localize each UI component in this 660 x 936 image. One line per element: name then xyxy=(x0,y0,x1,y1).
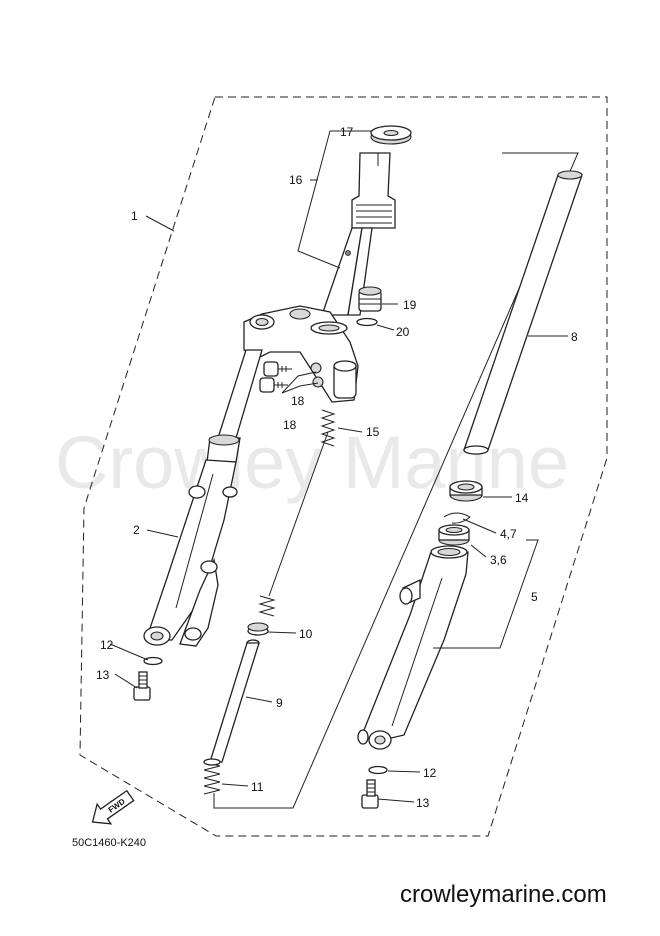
cap-bushing xyxy=(358,286,382,312)
callout-19: 19 xyxy=(403,298,417,312)
callout-18-a: 18 xyxy=(291,394,305,408)
retaining-clip xyxy=(443,512,471,524)
bracket-bolt-upper xyxy=(263,361,292,377)
axle-bolt-right xyxy=(361,779,379,809)
right-fork-leg xyxy=(357,545,469,750)
o-ring xyxy=(356,317,378,327)
leader-lines xyxy=(109,130,568,803)
callout-5: 5 xyxy=(531,590,538,604)
diagram-code: 50C1460-K240 xyxy=(72,837,146,849)
left-fork-leg xyxy=(143,349,263,647)
callout-4-7: 4,7 xyxy=(500,527,517,541)
assembly-boundary xyxy=(79,96,608,837)
inner-fork-tube xyxy=(463,170,583,455)
callout-13-left: 13 xyxy=(96,668,110,682)
rebound-spring xyxy=(203,758,221,795)
damper-rod xyxy=(209,639,260,763)
fork-spring-lower xyxy=(258,595,276,617)
callout-8: 8 xyxy=(571,330,578,344)
steering-bracket xyxy=(243,305,359,403)
callout-16: 16 xyxy=(289,173,303,187)
callout-15: 15 xyxy=(366,425,380,439)
callout-labels: 1 2 12 13 17 16 19 20 18 18 15 10 9 11 1… xyxy=(96,125,578,810)
callout-12-right: 12 xyxy=(423,766,437,780)
callout-12-left: 12 xyxy=(100,638,114,652)
fwd-arrow-icon: FWD xyxy=(91,789,135,825)
callout-2: 2 xyxy=(133,523,140,537)
callout-1: 1 xyxy=(131,209,138,223)
callout-3-6: 3,6 xyxy=(490,553,507,567)
steering-shaft xyxy=(321,152,396,316)
callout-14: 14 xyxy=(515,491,529,505)
callout-17: 17 xyxy=(340,125,354,139)
spring-connector xyxy=(268,431,329,597)
fork-spring-upper xyxy=(320,409,336,447)
washer-right xyxy=(368,765,388,775)
spring-collar xyxy=(247,622,269,636)
bracket-bolt-lower xyxy=(259,377,288,393)
oil-seal xyxy=(449,480,483,502)
washer-left xyxy=(143,656,163,666)
slide-bushing xyxy=(438,524,470,546)
callout-18-b: 18 xyxy=(283,418,297,432)
callout-11: 11 xyxy=(251,780,264,794)
ring-nut xyxy=(370,125,412,145)
callout-20: 20 xyxy=(396,325,410,339)
footer-site-url: crowleymarine.com xyxy=(400,881,607,908)
axle-bolt-left xyxy=(133,671,151,701)
callout-10: 10 xyxy=(299,627,313,641)
callout-13-right: 13 xyxy=(416,796,430,810)
callout-9: 9 xyxy=(276,696,283,710)
